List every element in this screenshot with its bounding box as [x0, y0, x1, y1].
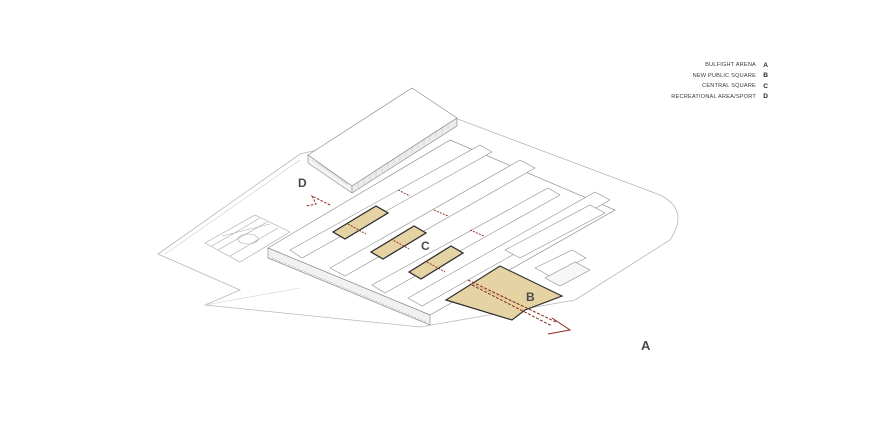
sports-courts [204, 214, 291, 263]
tall-building-facade-lines [351, 122, 449, 193]
recreational-arrow [305, 194, 331, 207]
site-boundary [157, 117, 679, 328]
legend-label: BULFIGHT ARENA [705, 62, 756, 68]
legend-key: B [763, 72, 768, 79]
legend-key: A [763, 61, 768, 69]
label-d: D [298, 176, 307, 190]
label-c: C [421, 239, 430, 253]
legend-label: CENTRAL SQUARE [702, 83, 756, 89]
legend: BULFIGHT ARENA A NEW PUBLIC SQUARE B CEN… [671, 60, 768, 102]
public-square-arrow [467, 279, 572, 335]
public-square-inner-line [469, 282, 521, 306]
label-b: B [526, 290, 535, 304]
new-public-square [444, 265, 564, 321]
tall-building [307, 87, 458, 194]
site-boundary-inner [164, 159, 301, 306]
legend-item-d: RECREATIONAL AREA/SPORT D [671, 92, 768, 102]
legend-item-c: CENTRAL SQUARE C [671, 81, 768, 91]
legend-key: D [763, 93, 768, 100]
legend-item-a: BULFIGHT ARENA A [671, 60, 768, 70]
central-square-courtyards [331, 205, 465, 280]
legend-item-b: NEW PUBLIC SQUARE B [671, 71, 768, 81]
main-complex [267, 139, 616, 326]
legend-label: RECREATIONAL AREA/SPORT [671, 93, 756, 100]
courtyard-arrows [347, 189, 485, 273]
legend-label: NEW PUBLIC SQUARE [692, 72, 756, 79]
label-a: A [641, 338, 651, 353]
legend-key: C [763, 82, 768, 90]
